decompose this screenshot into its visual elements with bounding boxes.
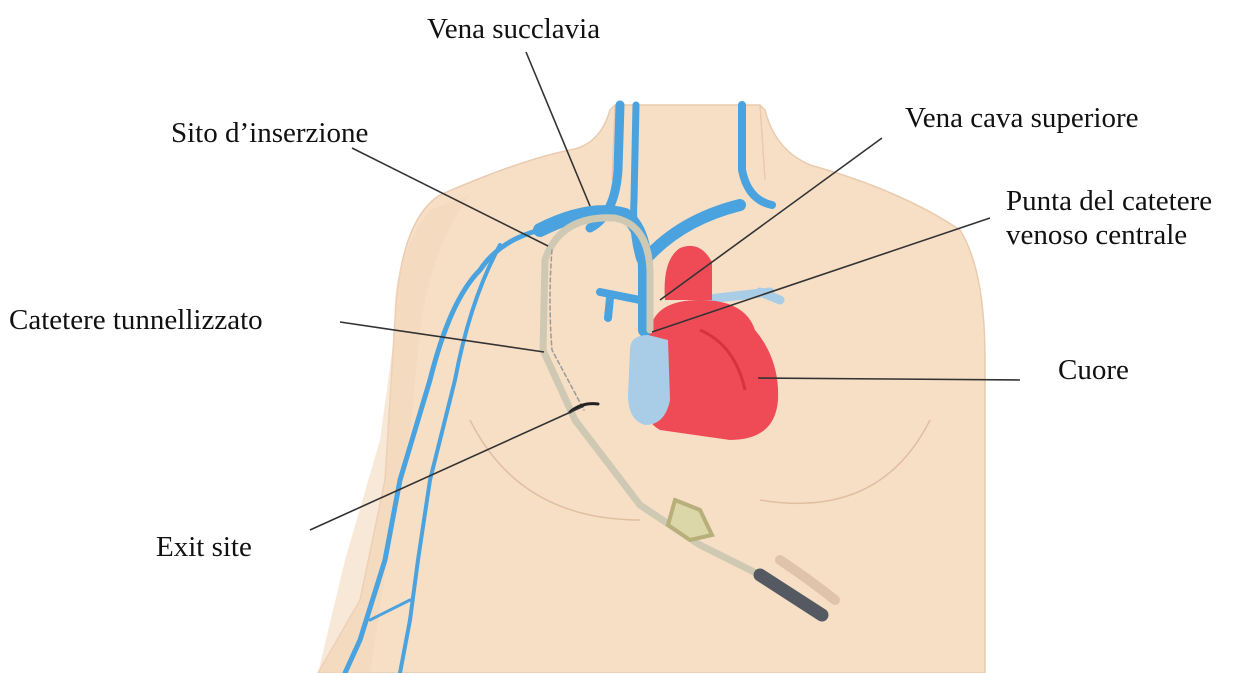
right-atrium <box>628 335 670 425</box>
label-punta-line1: Punta del catetere <box>1006 184 1212 218</box>
label-punta-line2: venoso centrale <box>1006 218 1212 252</box>
label-cuore: Cuore <box>1058 353 1129 387</box>
label-catetere-tunnellizzato: Catetere tunnellizzato <box>9 303 263 337</box>
label-exit-site: Exit site <box>156 530 252 564</box>
label-vena-cava-superiore: Vena cava superiore <box>905 101 1139 135</box>
label-vena-succlavia: Vena succlavia <box>427 12 600 46</box>
label-sito-inserzione: Sito d’inserzione <box>171 116 368 150</box>
label-punta-catetere: Punta del catetere venoso centrale <box>1006 184 1212 252</box>
